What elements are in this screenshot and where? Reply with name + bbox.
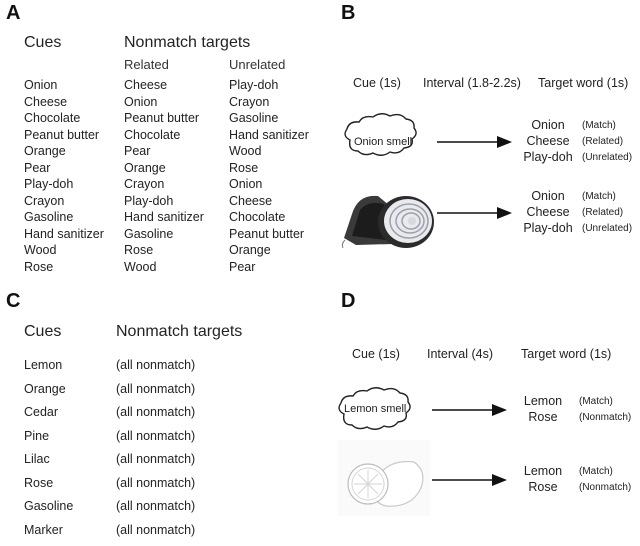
trial-target-words: Lemon Rose (516, 464, 570, 496)
panel-d-graphics (0, 0, 640, 534)
target-word: Rose (516, 480, 570, 496)
target-tag: (Match) (579, 396, 631, 412)
target-word: Lemon (516, 394, 570, 410)
target-tag: (Match) (579, 466, 631, 482)
target-word: Rose (516, 410, 570, 426)
target-tag: (Nonmatch) (579, 412, 631, 428)
right-arrow-icon (432, 404, 507, 416)
target-tag: (Nonmatch) (579, 482, 631, 498)
lemon-sketch-icon (338, 440, 430, 516)
right-arrow-icon (432, 474, 507, 486)
trial-target-tags: (Match) (Nonmatch) (579, 396, 631, 428)
smell-cloud-label: Lemon smell (344, 403, 406, 415)
trial-target-tags: (Match) (Nonmatch) (579, 466, 631, 498)
target-word: Lemon (516, 464, 570, 480)
trial-target-words: Lemon Rose (516, 394, 570, 426)
